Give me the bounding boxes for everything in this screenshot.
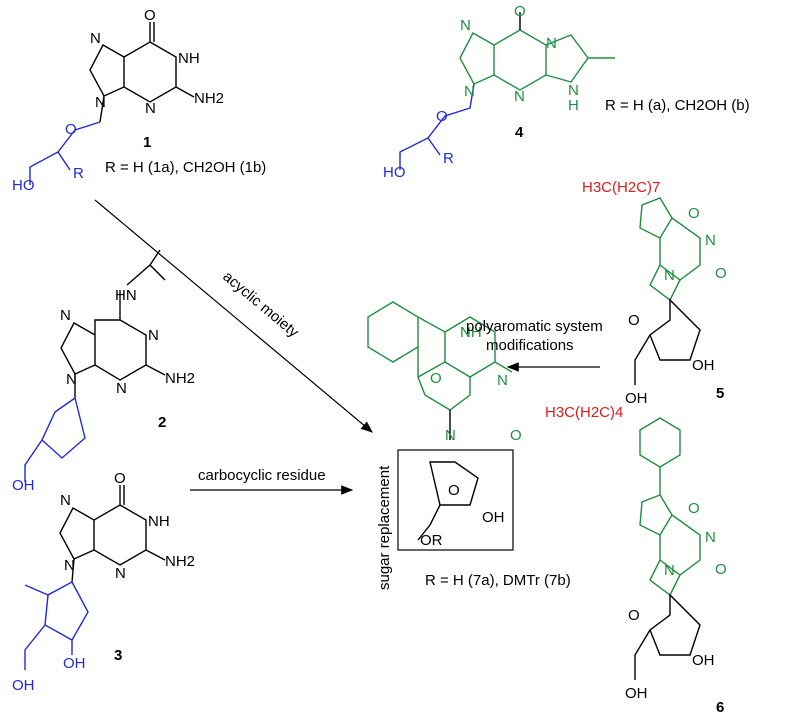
c7-atom-nh: NH (460, 324, 482, 341)
c1-atom-o: O (144, 7, 156, 24)
compound-6-number: 6 (716, 699, 724, 716)
c4-atom-r: R (443, 150, 454, 167)
compound-2: HN N N N N NH2 OH 2 (12, 249, 195, 494)
c6-atom-o-furan: O (688, 500, 700, 517)
c5-atom-oh-chain: OH (625, 390, 648, 407)
c2-atom-nh2: NH2 (165, 370, 195, 387)
c6-atom-n-b: N (664, 562, 675, 579)
c7-atom-o-carbonyl: O (510, 427, 522, 444)
c4-atom-n-d: N (568, 82, 579, 99)
c5-atom-o-furan: O (688, 205, 700, 222)
compound-5-number: 5 (716, 385, 724, 402)
arrow-polyaromatic-label-1: polyaromatic system (466, 318, 603, 335)
c6-atom-o-sugar: O (628, 607, 640, 624)
c7-atom-n-b: N (445, 427, 456, 444)
c6-atom-n-a: N (705, 529, 716, 546)
arrows: acyclic moiety carbocyclic residue polya… (94, 199, 603, 590)
c3-atom-n7: N (60, 492, 71, 509)
compound-1: O N NH NH2 N N O HO R 1 R = H (1a), CH2O… (12, 7, 266, 194)
compound-1-number: 1 (143, 134, 151, 151)
arrow-polyaromatic-label-2: modifications (486, 337, 574, 354)
compound-4: O N N N N H N O HO R 4 R = H (a), CH2OH … (383, 3, 750, 181)
c6-atom-o-carbonyl: O (715, 561, 727, 578)
c3-atom-oh-chain: OH (12, 677, 35, 694)
c3-atom-n9: N (64, 557, 75, 574)
c4-atom-h: H (568, 97, 579, 114)
compound-4-number: 4 (515, 124, 524, 141)
compound-5: H3C(H2C)7 O N N O O OH OH 5 (582, 179, 727, 407)
c1-atom-n9: N (95, 94, 106, 111)
c3-atom-nh: NH (148, 513, 170, 530)
c4-atom-n-a: N (460, 17, 471, 34)
c4-atom-o: O (514, 3, 526, 20)
c5-atom-o-sugar: O (628, 312, 640, 329)
compound-6: H3C(H2C)4 O N N O O OH OH 6 (545, 404, 727, 716)
compound-3-number: 3 (114, 647, 122, 664)
c1-atom-ho: HO (12, 177, 35, 194)
compound-1-caption: R = H (1a), CH2OH (1b) (105, 159, 266, 176)
c2-atom-n9: N (66, 371, 77, 388)
c1-atom-nh: NH (178, 50, 200, 67)
sugar-replacement-label: sugar replacement (376, 465, 393, 590)
c4-atom-ho: HO (383, 164, 406, 181)
c5-atom-n-a: N (705, 232, 716, 249)
compound-3: O N NH N N NH2 OH OH 3 (12, 470, 195, 694)
c7-atom-o-ring: O (430, 370, 442, 387)
arrow-carbocyclic-label: carbocyclic residue (198, 467, 326, 484)
c4-atom-n-e: N (464, 83, 475, 100)
arrow-acyclic-label: acyclic moiety (219, 268, 302, 341)
c2-atom-hn: HN (115, 287, 137, 304)
c6-atom-oh-ring: OH (692, 652, 715, 669)
c2-atom-n1: N (148, 327, 159, 344)
c7-atom-oh: OH (482, 509, 505, 526)
c6-atom-oh-chain: OH (625, 685, 648, 702)
c6-chain: H3C(H2C)4 (545, 404, 623, 421)
c5-atom-oh-ring: OH (692, 357, 715, 374)
c7-atom-o-sugar: O (448, 482, 460, 499)
c4-atom-n-c: N (514, 88, 525, 105)
compound-4-caption: R = H (a), CH2OH (b) (605, 97, 750, 114)
c4-atom-n-b: N (546, 35, 557, 52)
c1-atom-nh2: NH2 (194, 90, 224, 107)
c3-atom-oh-ring: OH (63, 655, 86, 672)
c5-atom-o-carbonyl: O (715, 265, 727, 282)
compound-7-caption: R = H (7a), DMTr (7b) (425, 572, 571, 589)
c5-atom-n-b: N (664, 267, 675, 284)
c3-atom-n3: N (115, 565, 126, 582)
c4-atom-o-ether: O (436, 108, 448, 125)
compound-2-number: 2 (158, 414, 166, 431)
c7-atom-or: OR (420, 532, 443, 549)
c2-atom-oh: OH (12, 477, 35, 494)
c2-atom-n7: N (60, 307, 71, 324)
c7-atom-n-a: N (497, 372, 508, 389)
c1-atom-n7: N (90, 30, 101, 47)
c1-atom-r: R (73, 165, 84, 182)
c5-chain: H3C(H2C)7 (582, 179, 660, 196)
arrow-acyclic (94, 199, 373, 433)
c1-atom-n3: N (145, 100, 156, 117)
c1-atom-o-ether: O (65, 121, 77, 138)
c3-atom-o: O (114, 470, 126, 487)
c2-atom-n3: N (116, 380, 127, 397)
c3-atom-nh2: NH2 (165, 553, 195, 570)
